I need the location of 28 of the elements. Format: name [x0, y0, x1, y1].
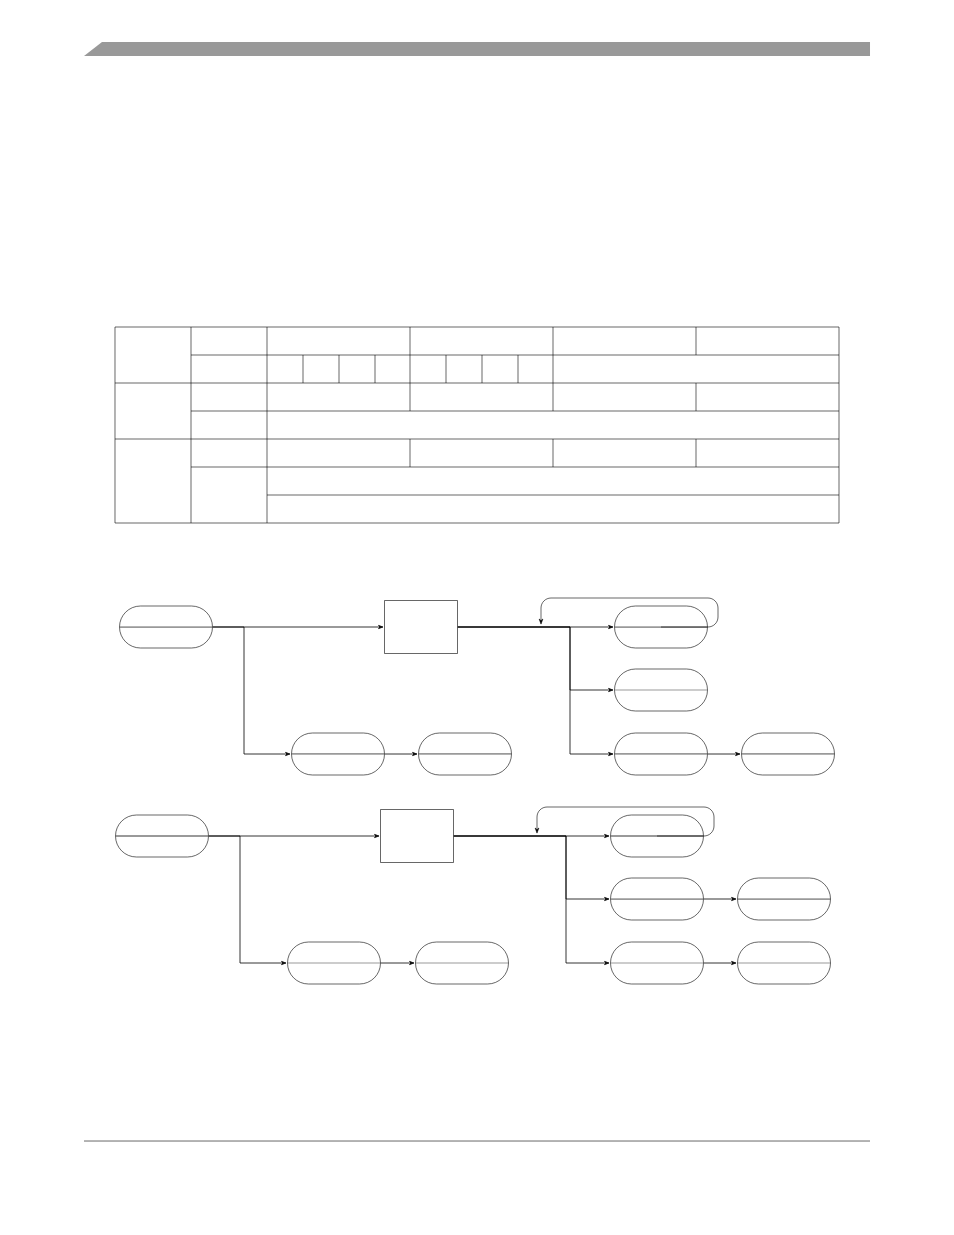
split-oval: [614, 732, 708, 776]
split-oval: [741, 732, 835, 776]
arrow: [538, 597, 719, 628]
arrow: [380, 961, 415, 965]
split-oval: [287, 941, 381, 985]
split-oval: [115, 814, 209, 858]
arrow: [453, 835, 610, 965]
arrow: [208, 835, 287, 965]
split-oval: [119, 605, 213, 649]
split-oval: [610, 941, 704, 985]
split-oval: [610, 877, 704, 921]
split-oval: [737, 941, 831, 985]
process-box: [384, 600, 458, 654]
arrow: [703, 961, 737, 965]
split-oval: [291, 732, 385, 776]
split-oval: [610, 814, 704, 858]
split-oval: [614, 668, 708, 712]
arrow: [707, 752, 741, 756]
split-oval: [614, 605, 708, 649]
process-box: [380, 809, 454, 863]
split-oval: [415, 941, 509, 985]
arrow: [703, 897, 737, 901]
arrow: [457, 626, 614, 756]
arrow: [212, 626, 291, 756]
arrow: [534, 806, 715, 837]
arrow: [384, 752, 418, 756]
split-oval: [737, 877, 831, 921]
split-oval: [418, 732, 512, 776]
